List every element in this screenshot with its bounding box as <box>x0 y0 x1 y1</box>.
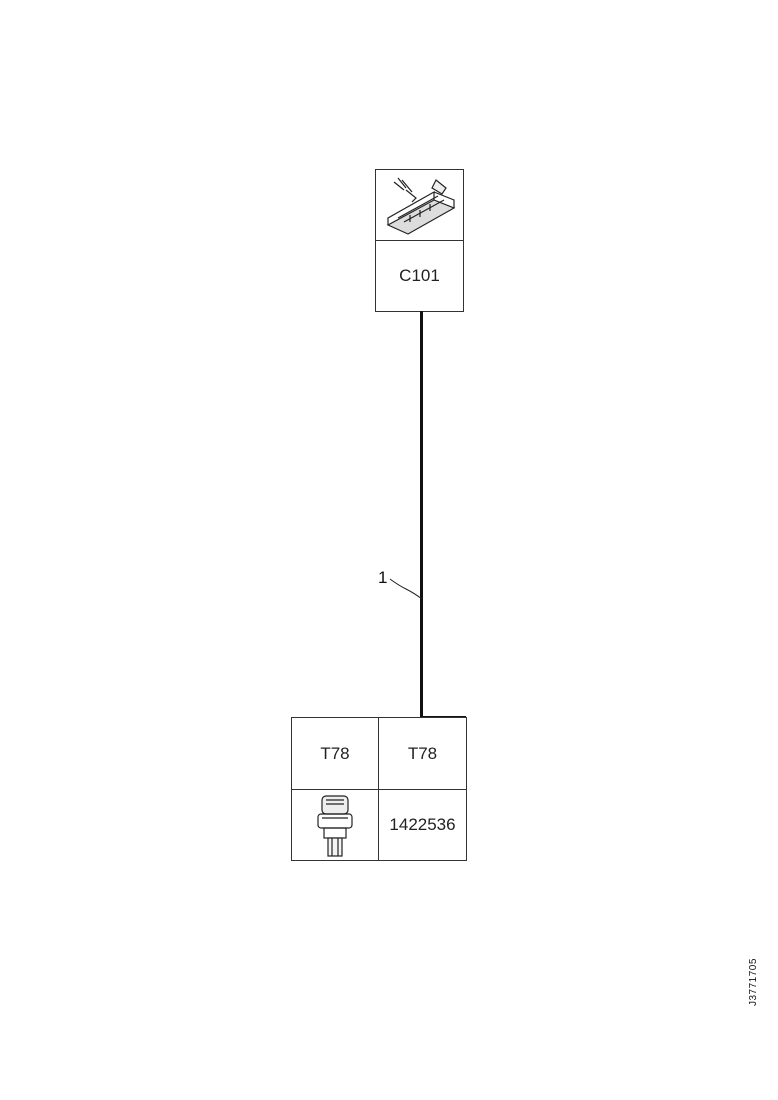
connector-block-icon <box>376 170 463 241</box>
upper-connector-code: C101 <box>399 266 440 285</box>
document-id: J3771705 <box>748 958 759 1006</box>
sensor-plug-illustration <box>317 795 353 857</box>
lower-connector-table: T78 T78 1422536 <box>291 717 467 861</box>
lower-connector-right-code: T78 <box>407 743 438 763</box>
wire-line <box>420 311 423 717</box>
lower-connector-part-number: 1422536 <box>389 815 456 834</box>
wire-callout-label: 1 <box>378 568 388 587</box>
lower-connector-left-code: T78 <box>320 743 350 763</box>
sensor-plug-icon <box>292 790 378 860</box>
connector-block-illustration <box>386 177 456 235</box>
upper-connector-box: C101 <box>375 169 464 312</box>
table-divider-horizontal <box>292 789 466 790</box>
wire-callout-leader <box>389 578 423 600</box>
